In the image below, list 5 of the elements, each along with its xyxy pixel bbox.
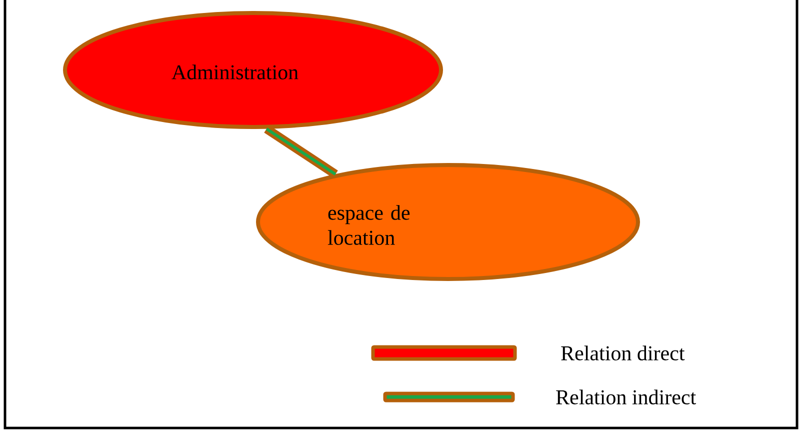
ellipse-node: Administration	[63, 11, 443, 129]
legend-label: Relation indirect	[556, 390, 696, 404]
ellipse-node: espace de location	[256, 163, 640, 281]
connector-line	[264, 125, 338, 178]
legend-label: Relation direct	[561, 346, 685, 360]
